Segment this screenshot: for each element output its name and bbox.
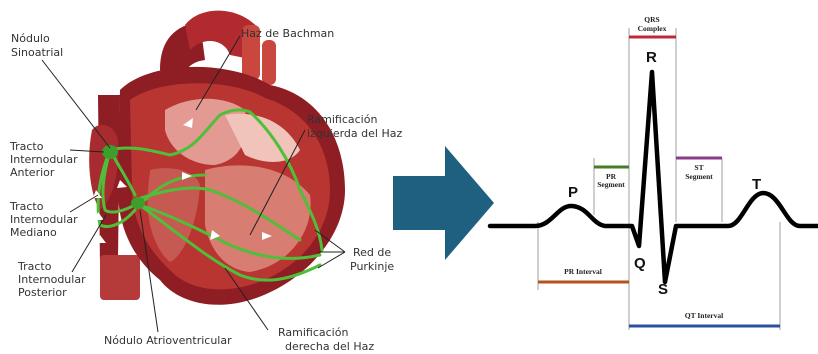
label-av-node: Nódulo Atrioventricular	[104, 334, 232, 347]
ecg-trace	[490, 72, 818, 282]
wave-label-q: Q	[634, 255, 646, 272]
wave-label-t: T	[752, 176, 761, 193]
label-bachman: Haz de Bachman	[241, 27, 334, 40]
pr-interval-label: PR Interval	[564, 267, 602, 276]
wave-label-r: R	[646, 49, 657, 66]
qt-interval-label: QT Interval	[685, 311, 723, 320]
right-arrow-icon	[393, 146, 494, 260]
wave-label-p: P	[568, 184, 578, 201]
wave-label-s: S	[658, 281, 668, 298]
